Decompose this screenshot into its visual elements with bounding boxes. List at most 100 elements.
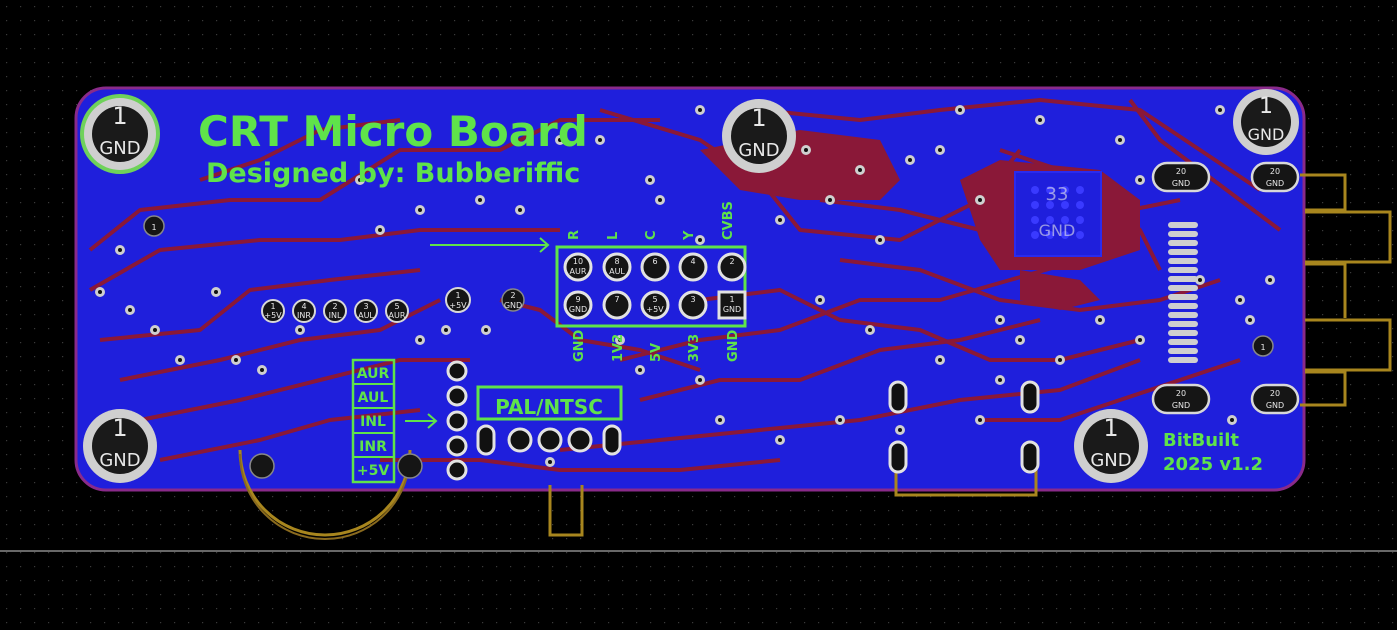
svg-text:1: 1: [1103, 414, 1118, 442]
ffc-connector: [1168, 222, 1198, 363]
ffc-pad: [1168, 285, 1198, 291]
mounting-holes: 1 GND 1 GND 1 GND 1 GND 1 GND: [80, 89, 1299, 483]
via-hole: [298, 328, 302, 332]
audio-pad: 2 INL: [323, 299, 347, 323]
via-hole: [868, 328, 872, 332]
via-hole: [878, 238, 882, 242]
header-pin: 5+5V: [640, 290, 670, 320]
mount-hole: 1 GND: [1074, 409, 1148, 483]
ffc-pad: [1168, 357, 1198, 363]
chip-thermal-via: [1031, 201, 1039, 209]
svg-text:8: 8: [614, 257, 619, 266]
header-pin: 2: [717, 252, 747, 282]
via-hole: [1268, 278, 1272, 282]
via-hole: [1238, 298, 1242, 302]
qfn-chip: 33 GND: [1014, 171, 1102, 257]
svg-text:AUL: AUL: [609, 267, 625, 276]
svg-text:+5V: +5V: [646, 305, 664, 314]
single-pads: 1 1: [143, 215, 1274, 357]
chip-thermal-via: [1061, 201, 1069, 209]
via-hole: [1098, 318, 1102, 322]
misc-pad-num: 1: [455, 291, 460, 300]
via-hole: [828, 198, 832, 202]
header-top-label: R: [567, 230, 582, 240]
svg-text:GND: GND: [723, 305, 741, 314]
via-hole: [1038, 118, 1042, 122]
svg-text:3: 3: [690, 295, 695, 304]
svg-text:1: 1: [729, 295, 734, 304]
svg-text:20: 20: [1270, 167, 1280, 176]
misc-pad-net: +5V: [449, 301, 467, 310]
header-pin: 3: [678, 290, 708, 320]
via-hole: [998, 318, 1002, 322]
chip-thermal-via: [1046, 231, 1054, 239]
svg-text:10: 10: [573, 257, 583, 266]
svg-text:9: 9: [575, 295, 580, 304]
svg-text:GND: GND: [569, 305, 587, 314]
pad-num: 1: [151, 223, 156, 232]
via-hole: [1230, 418, 1234, 422]
ffc-pad: [1168, 249, 1198, 255]
via-hole: [548, 460, 552, 464]
header-top-label: L: [606, 232, 621, 240]
via-hole: [1218, 108, 1222, 112]
via-hole: [898, 428, 902, 432]
via-hole: [1138, 178, 1142, 182]
side-pad: 20 GND: [1151, 383, 1211, 415]
via-hole: [1198, 278, 1202, 282]
header-pin: 4: [678, 252, 708, 282]
svg-text:GND: GND: [99, 450, 140, 471]
via-hole: [418, 338, 422, 342]
chip-thermal-via: [1061, 216, 1069, 224]
audio-table-row: INL: [360, 414, 386, 430]
via-hole: [418, 208, 422, 212]
via-hole: [98, 290, 102, 294]
pal-ntsc-label: PAL/NTSC: [495, 395, 603, 419]
audio-pad: 1 +5V: [261, 299, 285, 323]
svg-text:5: 5: [652, 295, 657, 304]
chip-thermal-via: [1046, 186, 1054, 194]
chip-thermal-via: [1031, 186, 1039, 194]
mount-hole: 1 GND: [80, 94, 160, 174]
via-hole: [598, 138, 602, 142]
via-hole: [698, 378, 702, 382]
svg-text:2: 2: [729, 257, 734, 266]
chip-thermal-via: [1061, 231, 1069, 239]
svg-text:GND: GND: [1248, 125, 1285, 144]
via-hole: [1138, 338, 1142, 342]
ffc-pad: [1168, 258, 1198, 264]
svg-text:GND: GND: [1266, 179, 1284, 188]
via-hole: [858, 168, 862, 172]
svg-text:6: 6: [652, 257, 657, 266]
svg-text:1: 1: [751, 104, 766, 132]
header-top-label: C: [644, 230, 659, 240]
mount-hole: 1 GND: [83, 409, 157, 483]
via-hole: [958, 108, 962, 112]
header-bottom-label: GND: [726, 329, 741, 362]
via-hole: [908, 158, 912, 162]
header-pin: 7: [602, 290, 632, 320]
misc-pad-num: 2: [510, 291, 515, 300]
ffc-pad: [1168, 294, 1198, 300]
via-hole: [1018, 338, 1022, 342]
misc-pads: 1 +5V 2 GND: [249, 287, 525, 479]
svg-text:GND: GND: [1090, 450, 1131, 471]
via-hole: [128, 308, 132, 312]
svg-text:1: 1: [1259, 94, 1273, 119]
ffc-pad: [1168, 276, 1198, 282]
via-hole: [838, 418, 842, 422]
header-bottom-label: 3V3: [687, 334, 702, 362]
via-hole: [938, 148, 942, 152]
via-hole: [478, 198, 482, 202]
misc-pad-net: GND: [504, 301, 522, 310]
ffc-pad: [1168, 303, 1198, 309]
via-hole: [558, 138, 562, 142]
via-hole: [778, 438, 782, 442]
svg-text:20: 20: [1270, 389, 1280, 398]
header-top-label: CVBS: [721, 201, 736, 240]
svg-text:AUR: AUR: [389, 311, 406, 320]
mount-hole: 1 GND: [1233, 89, 1299, 155]
chip-thermal-via: [1076, 201, 1084, 209]
